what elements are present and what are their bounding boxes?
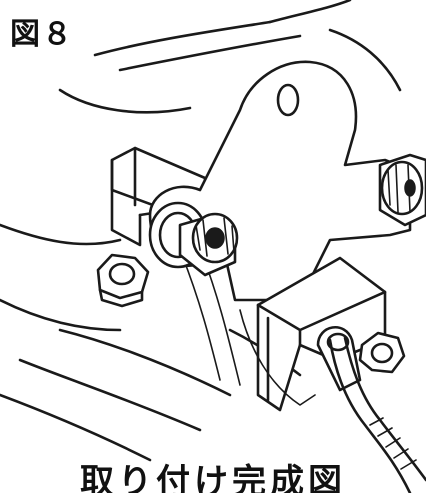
right-socket-bolt	[378, 153, 426, 227]
wiring-harness	[239, 309, 426, 493]
hex-nut-housing	[358, 331, 406, 374]
figure-caption: 取り付け完成図	[80, 462, 346, 493]
front-socket-bolt	[178, 212, 239, 277]
hex-nut-left	[96, 253, 150, 308]
cable-clip	[316, 325, 362, 392]
figure-label: 図８	[10, 18, 78, 52]
